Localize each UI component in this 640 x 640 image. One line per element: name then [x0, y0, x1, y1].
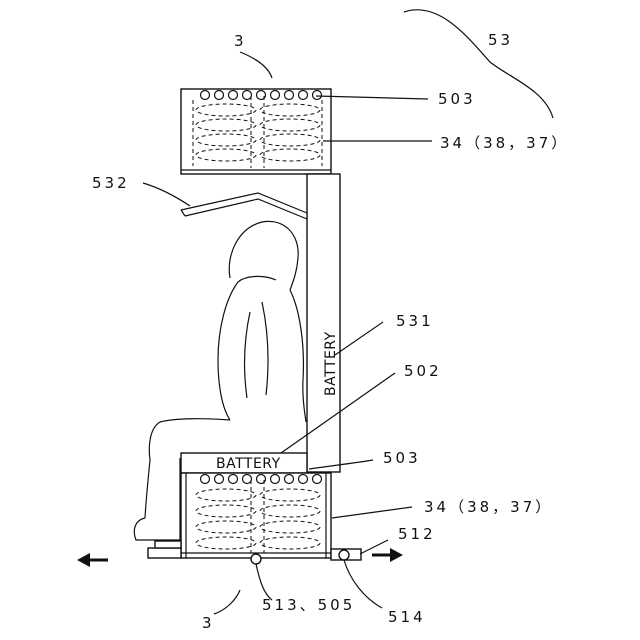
back-battery-panel: BATTERY [307, 174, 340, 472]
back-panel-box [307, 174, 340, 472]
front-wheel [251, 554, 261, 564]
back-battery-text: BATTERY [323, 331, 339, 396]
person-foot [134, 518, 180, 540]
label-upper-tank: 34（38，37） [440, 134, 569, 152]
label-assembly: 53 [488, 31, 513, 49]
footrest [148, 548, 181, 558]
label-lower-coil: 503 [383, 449, 421, 467]
label-lower-unit: 3 [202, 614, 215, 632]
label-seat-battery: 502 [404, 362, 442, 380]
person-arm-fold-2 [245, 312, 250, 398]
lower-unit-box [181, 473, 331, 558]
footrest-step [155, 541, 181, 548]
seat-battery: BATTERY [181, 453, 307, 473]
canopy [181, 193, 307, 219]
upper-unit [181, 89, 331, 174]
label-front-wheel: 513、505 [262, 596, 355, 614]
move-right-arrow [372, 548, 403, 562]
person-neck [238, 276, 276, 282]
seat-battery-text: BATTERY [216, 456, 281, 472]
person-shin-front [145, 460, 150, 518]
label-canopy: 532 [92, 174, 130, 192]
label-connector: 512 [398, 525, 436, 543]
upper-unit-box [181, 89, 331, 174]
rear-wheel-514 [339, 550, 349, 560]
label-upper-unit: 3 [234, 32, 247, 50]
person-back [290, 290, 306, 422]
label-upper-coil: 503 [438, 90, 476, 108]
label-lower-tank: 34（38，37） [424, 498, 553, 516]
person-arm-fold [262, 302, 268, 395]
label-back-battery: 531 [396, 312, 434, 330]
label-rear-wheel: 514 [388, 608, 426, 626]
person-head [229, 221, 298, 290]
move-left-arrow [77, 553, 108, 567]
person-front [218, 282, 238, 420]
